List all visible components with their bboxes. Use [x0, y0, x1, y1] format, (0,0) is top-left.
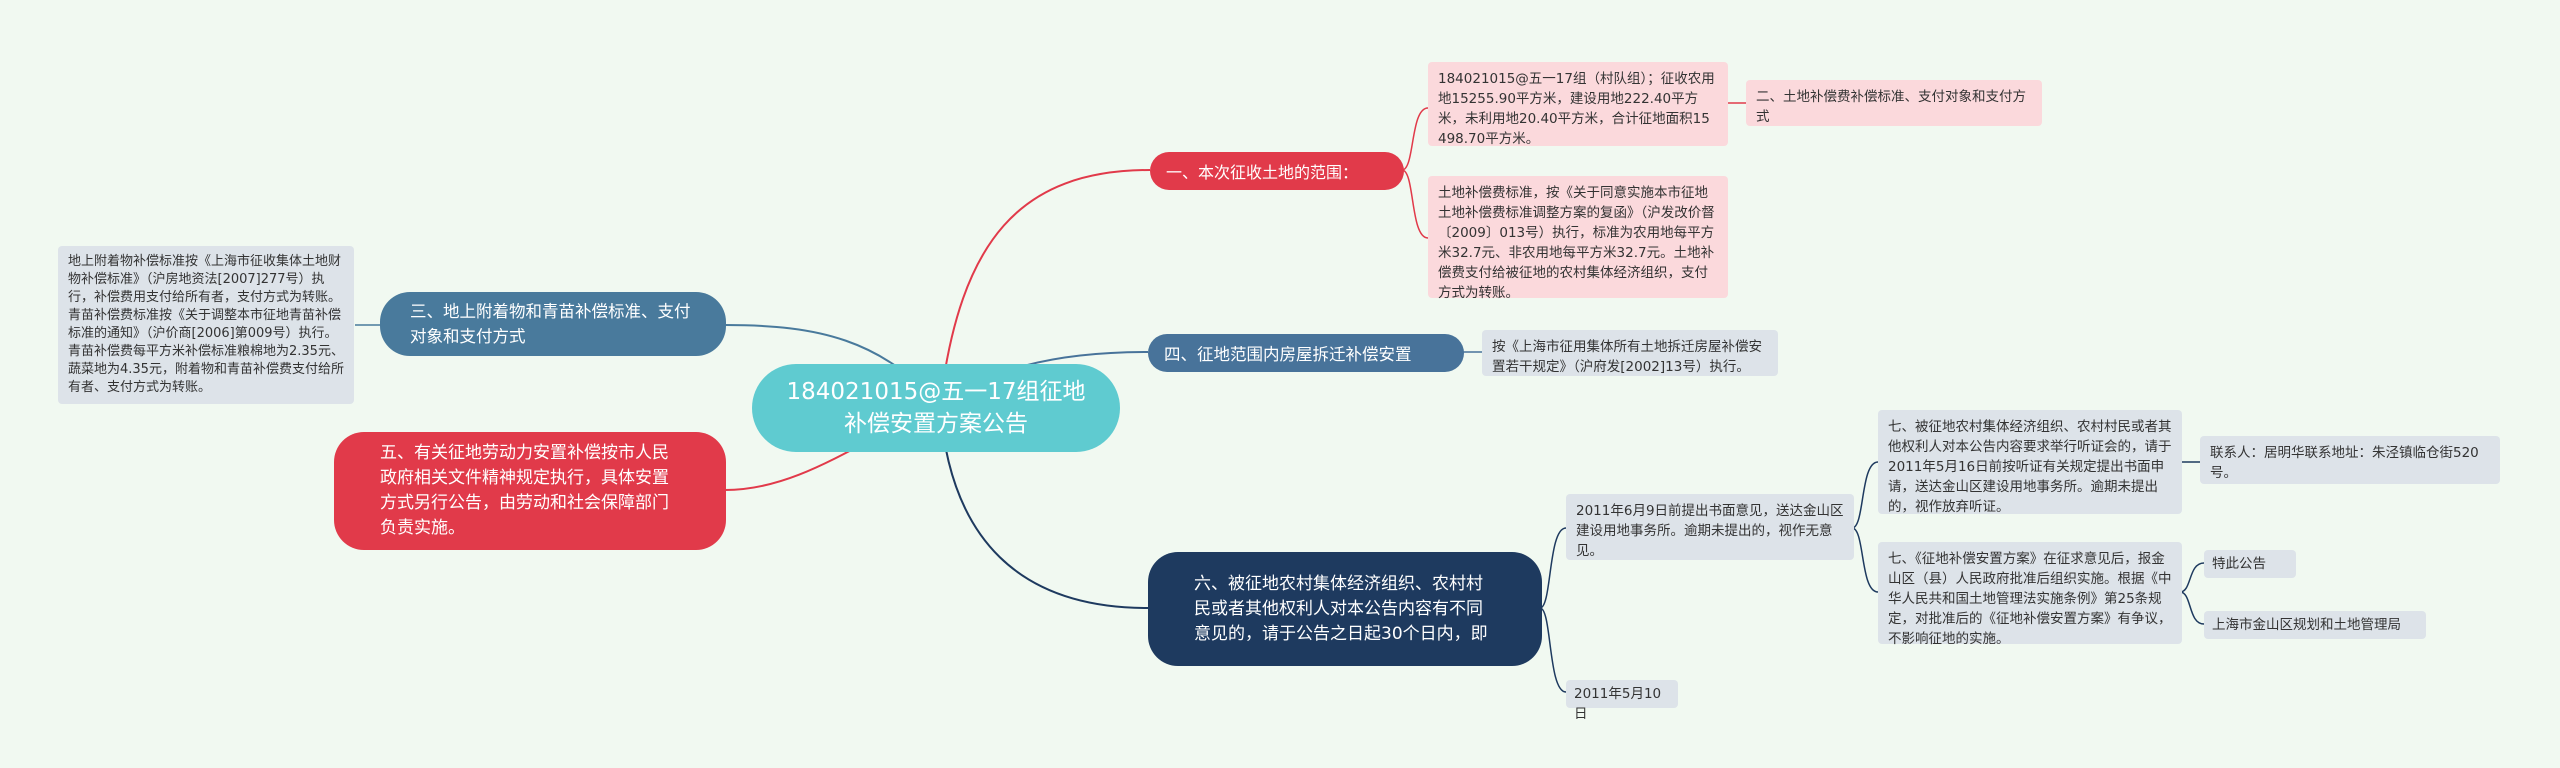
central-topic[interactable]: 184021015@五一17组征地补偿安置方案公告: [752, 364, 1120, 452]
branch-6-note-date[interactable]: 2011年5月10日: [1566, 680, 1678, 722]
edge-n1-n1a: [1851, 461, 1879, 529]
branch-6-note-issuer[interactable]: 上海市金山区规划和土地管理局: [2204, 611, 2426, 639]
branch-6-note-deadline[interactable]: 2011年6月9日前提出书面意见，送达金山区建设用地事务所。逾期未提出的，视作无…: [1566, 494, 1854, 560]
branch-6-note-contact[interactable]: 联系人：居明华联系地址：朱泾镇临仓街520号。: [2200, 436, 2500, 484]
branch-6-note-announcement[interactable]: 特此公告: [2204, 550, 2296, 578]
branch-6-note-hearing[interactable]: 七、被征地农村集体经济组织、农村村民或者其他权利人对本公告内容要求举行听证会的，…: [1878, 410, 2182, 515]
edge-b1-note1: [1401, 107, 1429, 171]
branch-3-note[interactable]: 地上附着物补偿标准按《上海市征收集体土地财物补偿标准》（沪房地资法[2007]2…: [58, 246, 354, 404]
branch-1-note-area[interactable]: 184021015@五一17组（村队组）；征收农用地15255.90平方米，建设…: [1428, 62, 1728, 147]
branch-2-compensation-standard[interactable]: 二、土地补偿费补偿标准、支付对象和支付方式: [1746, 80, 2042, 126]
branch-4-house-demolition[interactable]: 四、征地范围内房屋拆迁补偿安置: [1148, 334, 1464, 372]
branch-4-note[interactable]: 按《上海市征用集体所有土地拆迁房屋补偿安置若干规定》（沪府发[2002]13号）…: [1482, 330, 1778, 376]
edge-n1b-n1b2: [2179, 591, 2205, 625]
branch-1-land-scope[interactable]: 一、本次征收土地的范围：: [1150, 152, 1404, 190]
edge-n1-n1b: [1851, 527, 1879, 593]
branch-6-note-approval[interactable]: 七、《征地补偿安置方案》在征求意见后，报金山区（县）人民政府批准后组织实施。根据…: [1878, 542, 2182, 647]
branch-6-objection-period[interactable]: 六、被征地农村集体经济组织、农村村民或者其他权利人对本公告内容有不同意见的，请于…: [1148, 552, 1542, 666]
branch-3-attachments-crops[interactable]: 三、地上附着物和青苗补偿标准、支付对象和支付方式: [380, 292, 726, 356]
edge-b1-note2: [1401, 169, 1429, 239]
branch-5-labor-placement[interactable]: 五、有关征地劳动力安置补偿按市人民政府相关文件精神规定执行，具体安置方式另行公告…: [334, 432, 726, 550]
edge-n1b-n1b1: [2179, 562, 2205, 593]
edge-b6-n2: [1539, 607, 1567, 693]
edge-b6-n1: [1539, 527, 1567, 609]
branch-1-note-compensation[interactable]: 土地补偿费标准，按《关于同意实施本市征地土地补偿费标准调整方案的复函》（沪发改价…: [1428, 176, 1728, 301]
edge-center-b6: [939, 404, 1149, 609]
edge-center-b1: [939, 169, 1151, 406]
